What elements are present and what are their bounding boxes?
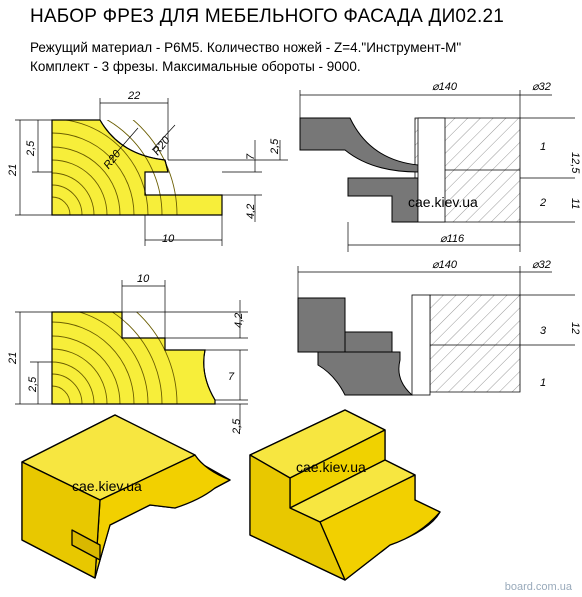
dim-diameter-32-top: ⌀32 xyxy=(532,81,551,93)
top-cutter-drawing: ⌀140 ⌀32 ⌀116 1 2 12,5 11 xyxy=(299,81,581,252)
top-profile-wood xyxy=(51,119,223,216)
dim-height-7: 7 xyxy=(245,153,257,160)
dim-height-21: 21 xyxy=(7,164,19,177)
dim-height-21-bottom: 21 xyxy=(7,352,19,365)
dim-height-2-5: 2,5 xyxy=(25,140,37,157)
dim-height-4-2: 4,2 xyxy=(245,204,257,219)
watermark-site-top: cae.kiev.ua xyxy=(408,194,478,210)
block-3d-right xyxy=(249,409,441,581)
dim-diameter-140-top: ⌀140 xyxy=(432,81,458,93)
section-number-1-top: 1 xyxy=(540,141,546,153)
dim-diameter-32-bottom: ⌀32 xyxy=(532,259,551,271)
watermark-site-left: cae.kiev.ua xyxy=(72,478,142,494)
dim-width-10-bottom: 10 xyxy=(137,273,150,285)
dim-diameter-140-bottom: ⌀140 xyxy=(432,259,458,271)
watermark-footer: board.com.ua xyxy=(504,581,572,593)
bottom-cutter-blade-lower xyxy=(317,351,414,396)
spec-line-set: Комплект - 3 фрезы. Максимальные обороты… xyxy=(30,59,361,74)
top-profile-drawing: 22 21 2,5 R20 R20 7 2,5 4,2 10 xyxy=(7,90,288,246)
bottom-cutter-drawing: ⌀140 ⌀32 3 1 12 xyxy=(297,259,581,396)
dim-height-2-5-bottom: 2,5 xyxy=(27,376,39,393)
page-title: НАБОР ФРЕЗ ДЛЯ МЕБЕЛЬНОГО ФАСАДА ДИ02.21 xyxy=(30,6,504,27)
dim-height-4-2-bottom: 4,2 xyxy=(233,313,245,328)
bottom-cutter-blade-upper xyxy=(297,297,346,353)
block-3d-left xyxy=(21,414,231,579)
bottom-cutter-hatched-body xyxy=(429,294,521,393)
dim-height-2-5-bottom-right: 2,5 xyxy=(231,418,243,435)
bottom-cutter-blade-mid xyxy=(344,331,393,353)
bottom-profile-drawing: 10 4,2 21 2,5 7 2,5 xyxy=(7,273,248,435)
section-number-2: 2 xyxy=(539,197,546,209)
dim-height-12-5: 12,5 xyxy=(569,152,581,174)
dim-height-11: 11 xyxy=(569,198,581,209)
dim-width-10: 10 xyxy=(162,233,175,245)
section-number-1-bottom: 1 xyxy=(540,377,546,389)
dim-height-12: 12 xyxy=(569,322,581,334)
section-number-3: 3 xyxy=(540,325,547,337)
dim-diameter-116: ⌀116 xyxy=(440,233,465,245)
dim-height-2-5-right: 2,5 xyxy=(269,138,281,155)
dim-radius-r20-right: R20 xyxy=(151,134,173,158)
dim-height-7-bottom: 7 xyxy=(228,371,235,383)
top-cutter-blade-upper xyxy=(299,117,419,173)
spec-line-material: Режущий материал - Р6М5. Количество ноже… xyxy=(30,40,462,55)
dim-width-22: 22 xyxy=(127,90,140,102)
watermark-site-right: cae.kiev.ua xyxy=(296,459,366,475)
